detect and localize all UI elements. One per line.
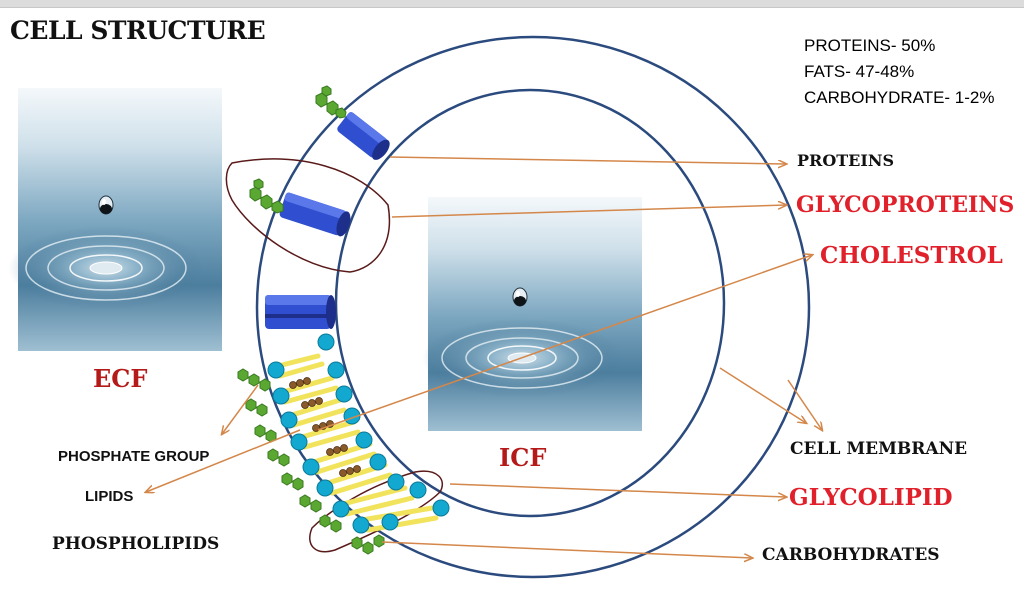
arrow-cholestrol — [317, 255, 812, 431]
label-carbohydrates: CARBOHYDRATES — [762, 545, 940, 565]
label-proteins: PROTEINS — [797, 151, 895, 170]
protein-channel-1 — [337, 111, 390, 160]
composition-fats: FATS- 47-48% — [804, 62, 915, 81]
arrow-glycoproteins — [391, 205, 786, 218]
protein-channel-3 — [265, 295, 336, 329]
composition-carbohydrate: CARBOHYDRATE- 1-2% — [804, 88, 995, 107]
label-glycoproteins: GLYCOPROTEINS — [796, 192, 1015, 218]
label-icf: ICF — [499, 443, 547, 472]
carbohydrate-chain-protein-2 — [249, 178, 284, 214]
arrow-cell-membrane-1 — [719, 367, 806, 423]
arrow-cell-membrane-2 — [787, 379, 822, 430]
glycolipid-highlight-loop — [309, 470, 444, 553]
icf-water-image — [422, 197, 642, 431]
phospholipid-bilayer — [237, 333, 450, 555]
label-glycolipid: GLYCOLIPID — [789, 484, 953, 511]
arrow-phosphate-group — [222, 384, 259, 434]
ecf-water-image — [8, 88, 222, 351]
inner-membrane-outline — [334, 88, 726, 518]
page-title: CELL STRUCTURE — [10, 16, 266, 45]
composition-proteins: PROTEINS- 50% — [804, 36, 936, 55]
outer-membrane-outline — [255, 35, 811, 579]
arrow-carbohydrates — [381, 541, 752, 558]
label-phosphate-group: PHOSPHATE GROUP — [58, 448, 210, 465]
label-cell-membrane: CELL MEMBRANE — [790, 439, 968, 459]
label-cholestrol: CHOLESTROL — [820, 242, 1003, 269]
arrow-proteins — [389, 156, 786, 164]
window-top-bar — [0, 0, 1024, 8]
carbohydrate-chain-protein-1 — [315, 85, 347, 119]
protein-channel-2 — [279, 192, 351, 237]
label-lipids: LIPIDS — [85, 488, 134, 505]
pointer-arrows — [146, 156, 822, 558]
label-ecf: ECF — [93, 364, 148, 393]
arrow-glycolipid — [449, 483, 786, 497]
arrow-lipids — [146, 429, 301, 492]
glycoprotein-highlight-loop — [225, 158, 391, 273]
label-phospholipids: PHOSPHOLIPIDS — [52, 534, 220, 554]
